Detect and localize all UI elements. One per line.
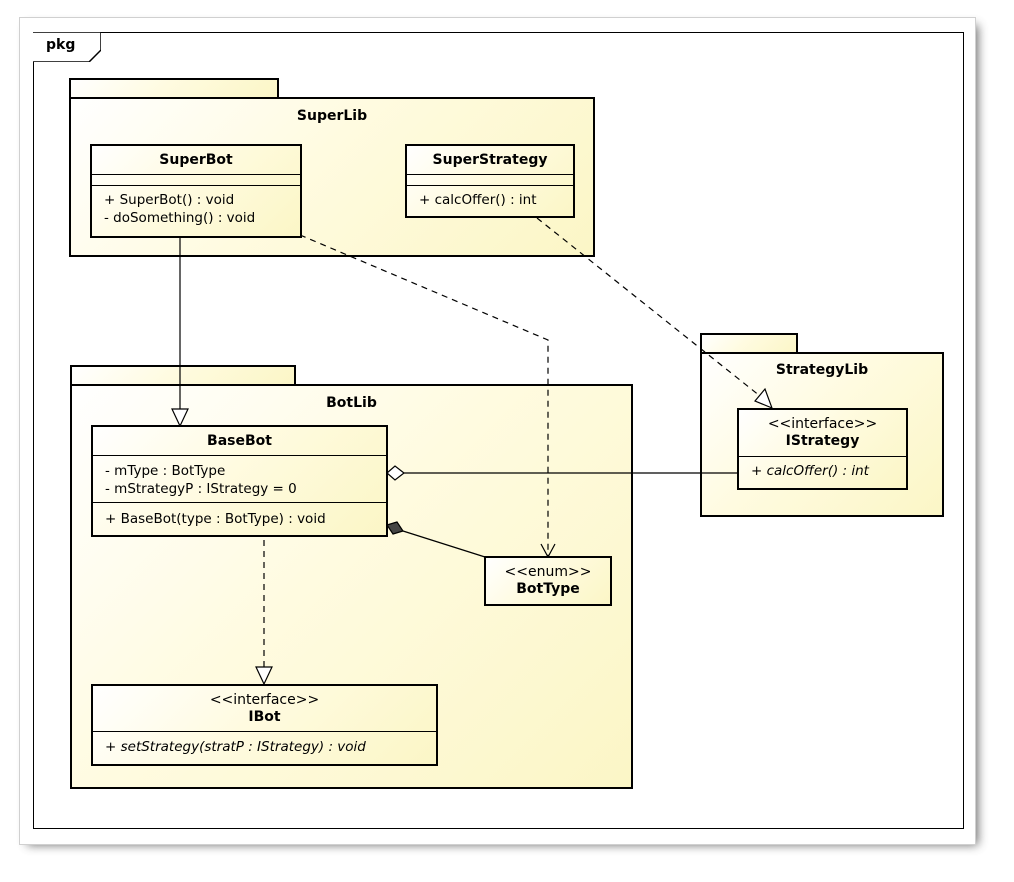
basebot-attributes-compartment: - mType : BotType - mStrategyP : IStrate… xyxy=(93,455,386,502)
bottype-stereotype: <<enum>> xyxy=(504,564,592,580)
strategylib-package-name: StrategyLib xyxy=(775,362,869,378)
superstrategy-class-name: SuperStrategy xyxy=(432,152,548,168)
basebot-operations-compartment: + BaseBot(type : BotType) : void xyxy=(93,502,386,528)
ibot-stereotype: <<interface>> xyxy=(209,692,320,708)
bottype-enum[interactable]: <<enum>> BotType xyxy=(484,556,612,606)
aggregation-diamond xyxy=(386,465,405,481)
ibot-operations-compartment: + setStrategy(stratP : IStrategy) : void xyxy=(93,731,436,756)
istrategy-operation: + calcOffer() : int xyxy=(751,463,869,479)
root-package-tab xyxy=(33,32,101,62)
basebot-class-name: BaseBot xyxy=(207,433,272,449)
superstrategy-operation: + calcOffer() : int xyxy=(419,192,537,208)
superstrategy-class[interactable]: SuperStrategy + calcOffer() : int xyxy=(405,144,575,218)
botlib-package-name: BotLib xyxy=(326,395,377,411)
bottype-class-name: BotType xyxy=(516,581,580,597)
ibot-operation: + setStrategy(stratP : IStrategy) : void xyxy=(105,739,366,755)
superbot-operation: + SuperBot() : void xyxy=(104,192,235,208)
root-package-label: pkg xyxy=(46,37,76,53)
istrategy-class-name: IStrategy xyxy=(785,433,860,449)
istrategy-interface[interactable]: <<interface>> IStrategy + calcOffer() : … xyxy=(737,408,908,490)
composition-diamond xyxy=(386,521,404,535)
basebot-operation: + BaseBot(type : BotType) : void xyxy=(105,511,326,527)
superbot-bottype-dependency xyxy=(299,234,549,556)
superbot-class[interactable]: SuperBot + SuperBot() : void - doSomethi… xyxy=(90,144,302,238)
superlib-package-tab xyxy=(69,78,279,99)
botlib-package-tab xyxy=(70,365,296,386)
basebot-attribute: - mType : BotType xyxy=(105,463,226,479)
superstrategy-attributes-divider xyxy=(407,174,573,185)
superlib-package-name: SuperLib xyxy=(296,108,368,124)
ibot-interface[interactable]: <<interface>> IBot + setStrategy(stratP … xyxy=(91,684,438,766)
superbot-operation: - doSomething() : void xyxy=(104,210,256,226)
istrategy-stereotype: <<interface>> xyxy=(767,416,878,432)
ibot-class-name: IBot xyxy=(248,709,281,725)
generalization-arrowhead xyxy=(171,408,189,428)
realization-arrowhead-ibot xyxy=(255,666,273,686)
superbot-operations-compartment: + SuperBot() : void - doSomething() : vo… xyxy=(92,185,300,227)
strategylib-package-tab xyxy=(700,333,798,354)
superstrategy-operations-compartment: + calcOffer() : int xyxy=(407,185,573,209)
superstrategy-istrategy-realization xyxy=(536,217,761,397)
basebot-class[interactable]: BaseBot - mType : BotType - mStrategyP :… xyxy=(91,425,388,537)
basebot-bottype-composition xyxy=(402,530,486,558)
realization-arrowhead xyxy=(754,387,774,410)
istrategy-operations-compartment: + calcOffer() : int xyxy=(739,456,906,480)
basebot-attribute: - mStrategyP : IStrategy = 0 xyxy=(105,481,297,497)
superbot-class-name: SuperBot xyxy=(159,152,233,168)
superbot-attributes-divider xyxy=(92,174,300,185)
